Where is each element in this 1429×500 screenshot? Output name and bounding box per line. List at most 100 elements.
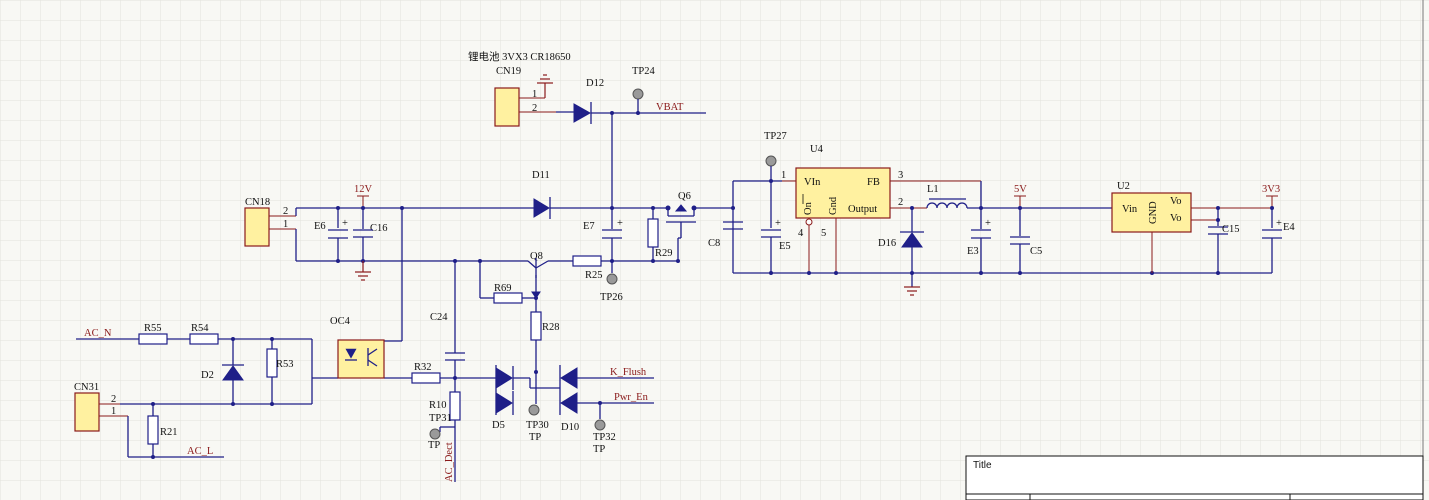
svg-text:2: 2 [111, 394, 116, 405]
net-3v3: 3V3 [1262, 184, 1280, 195]
resistor-r25: R25 [572, 255, 678, 281]
net-vbat: VBAT [656, 102, 684, 113]
svg-text:R32: R32 [414, 362, 432, 373]
cap-e5: + E5 [761, 181, 791, 273]
svg-text:R28: R28 [542, 322, 560, 333]
cap-e3: + E3 [967, 208, 991, 273]
svg-text:L1: L1 [927, 184, 939, 195]
svg-text:TP: TP [529, 432, 541, 443]
zener-d16: D16 [878, 208, 924, 287]
ground-symbol-2 [904, 286, 920, 296]
svg-text:GND: GND [1148, 201, 1159, 224]
diode-d10: D10 [559, 365, 654, 433]
cap-e6: E6 + [314, 206, 348, 263]
svg-text:D11: D11 [532, 170, 550, 181]
mosfet-q6: Q6 [665, 191, 697, 263]
net-ac-l: AC_L [187, 446, 213, 457]
resistor-r32: R32 [411, 362, 496, 384]
svg-text:2: 2 [532, 103, 537, 114]
svg-text:Vo: Vo [1170, 213, 1181, 224]
svg-text:TP27: TP27 [764, 131, 787, 142]
svg-text:TP32: TP32 [593, 432, 616, 443]
svg-text:Q6: Q6 [678, 191, 691, 202]
resistor-r29: R29 [647, 206, 673, 263]
svg-text:C15: C15 [1222, 224, 1240, 235]
transistor-q8: Q8 [527, 251, 549, 299]
regulator-u4: U4 1 VIn FB Output On Gnd 3 2 4 5 [781, 144, 903, 273]
net-5v: 5V [1014, 184, 1027, 195]
diode-d11: D11 [532, 170, 668, 219]
battery-note: 锂电池 3VX3 CR18650 [468, 50, 571, 63]
cap-c5: C5 [1010, 208, 1042, 273]
svg-text:+: + [775, 218, 781, 229]
test-point-tp32: TP32 TP [593, 401, 616, 455]
svg-text:E4: E4 [1283, 222, 1295, 233]
svg-text:TP24: TP24 [632, 66, 656, 77]
title-block: Title [965, 455, 1424, 500]
svg-text:U2: U2 [1117, 181, 1130, 192]
svg-text:Gnd: Gnd [828, 196, 839, 215]
svg-text:C5: C5 [1030, 246, 1042, 257]
svg-text:Vin: Vin [1122, 204, 1138, 215]
svg-text:1: 1 [283, 219, 288, 230]
svg-text:VIn: VIn [804, 177, 821, 188]
ldo-u2: U2 Vin GND Vo Vo [1111, 181, 1272, 273]
svg-text:+: + [617, 218, 623, 229]
svg-text:FB: FB [867, 177, 880, 188]
svg-text:1: 1 [781, 170, 786, 181]
connector-cn31: CN31 2 1 [74, 382, 128, 432]
net-k-flush: K_Flush [610, 367, 647, 378]
diode-d5: D5 [492, 365, 530, 431]
svg-text:CN18: CN18 [245, 197, 270, 208]
svg-text:R55: R55 [144, 323, 162, 334]
test-point-tp24: TP24 [632, 66, 656, 115]
cap-c15: C15 [1208, 208, 1240, 273]
svg-text:U4: U4 [810, 144, 824, 155]
svg-text:E6: E6 [314, 221, 326, 232]
svg-text:TP30: TP30 [526, 420, 549, 431]
net-ac-n: AC_N [84, 328, 112, 339]
inductor-l1: L1 [926, 184, 1112, 209]
svg-text:+: + [1276, 218, 1282, 229]
resistor-r55: R55 [138, 323, 190, 345]
svg-text:E3: E3 [967, 246, 979, 257]
svg-text:R21: R21 [160, 427, 178, 438]
cap-c16: C16 [353, 208, 388, 263]
svg-text:D5: D5 [492, 420, 505, 431]
net-12v: 12V [354, 184, 373, 195]
svg-text:R10: R10 [429, 400, 447, 411]
zener-d2: D2 [201, 339, 244, 404]
svg-text:2: 2 [283, 206, 288, 217]
resistor-r69: R69 [493, 283, 536, 304]
svg-text:C8: C8 [708, 238, 720, 249]
svg-text:5: 5 [821, 228, 826, 239]
svg-text:On: On [803, 201, 814, 215]
svg-text:C24: C24 [430, 312, 448, 323]
svg-text:D16: D16 [878, 238, 896, 249]
svg-text:1: 1 [532, 89, 537, 100]
resistor-r28: R28 [530, 311, 560, 372]
ground-symbol-1 [355, 261, 371, 281]
resistor-r10: R10 [429, 378, 461, 482]
svg-text:4: 4 [798, 228, 804, 239]
svg-text:1: 1 [111, 406, 116, 417]
svg-text:+: + [342, 218, 348, 229]
cap-e7: E7 + [583, 208, 623, 263]
resistor-r53: R53 [266, 339, 294, 404]
test-point-tp30: TP30 TP [526, 388, 549, 443]
svg-text:D2: D2 [201, 370, 214, 381]
net-pwr-en: Pwr_En [614, 392, 649, 403]
svg-text:E5: E5 [779, 241, 791, 252]
connector-cn18: CN18 2 1 [244, 197, 296, 247]
battery-connector-cn19: 锂电池 3VX3 CR18650 CN19 1 2 [468, 50, 571, 127]
svg-text:TP26: TP26 [600, 292, 623, 303]
svg-text:R25: R25 [585, 270, 603, 281]
svg-text:TP: TP [428, 440, 440, 451]
title-block-title: Title [973, 460, 992, 471]
test-point-tp27: TP27 [764, 131, 787, 183]
optocoupler-oc4: OC4 [330, 316, 385, 379]
svg-text:D12: D12 [586, 78, 604, 89]
svg-text:3: 3 [898, 170, 903, 181]
